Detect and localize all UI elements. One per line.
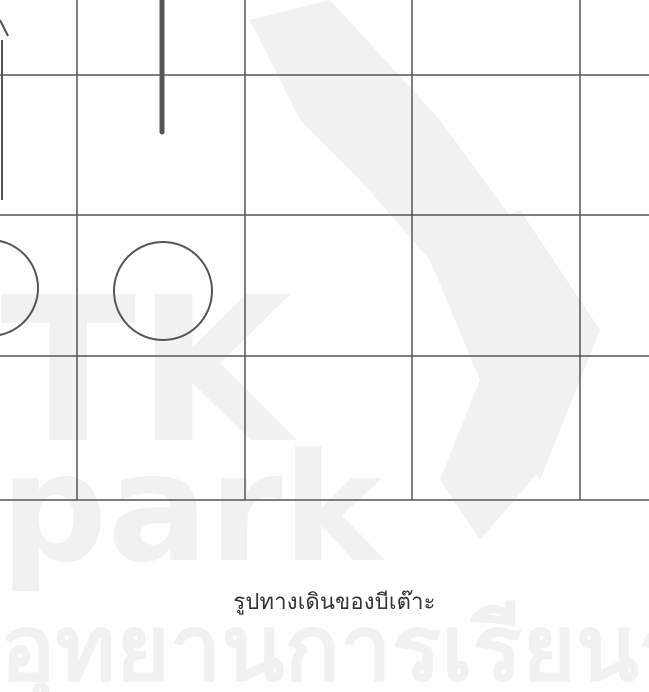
watermark-figure-leg-icon (430, 210, 600, 480)
watermark-figure-icon (250, 0, 560, 540)
watermark-line-tk: TK (0, 255, 298, 488)
watermark-line-park: park (0, 422, 386, 596)
watermark-line-thai: อุทยานการเรียนรู้ (0, 595, 649, 692)
partial-circle-shape (0, 240, 39, 336)
up-arrow-icon (0, 19, 9, 200)
figure-caption: รูปทางเดินของบีเต๊าะ (233, 590, 436, 615)
circle-shape (113, 241, 213, 341)
